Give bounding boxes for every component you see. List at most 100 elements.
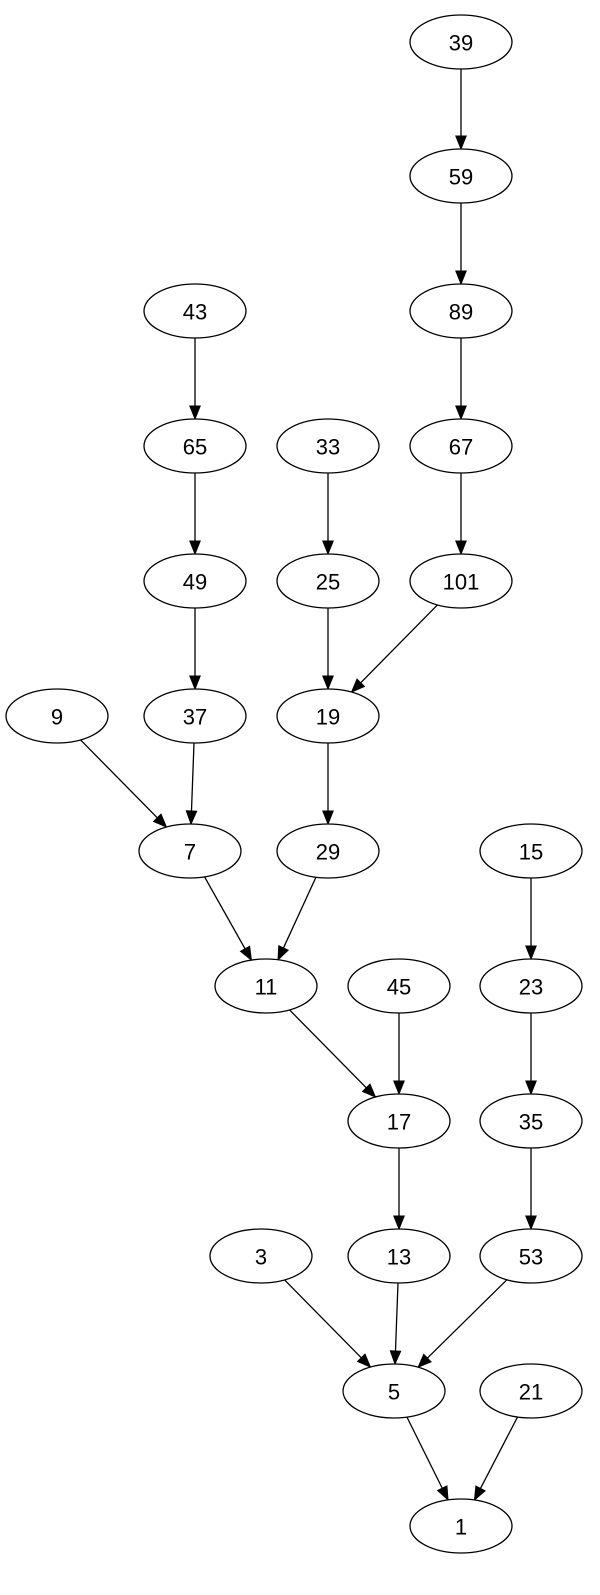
node-ellipse-shape[interactable] — [479, 1228, 583, 1284]
graph-edge-arrowhead — [525, 1080, 537, 1096]
node-label: 25 — [316, 570, 340, 595]
graph-edge-arrowhead — [322, 540, 334, 556]
graph-node[interactable]: 13 — [347, 1228, 451, 1284]
graph-node[interactable]: 21 — [479, 1363, 583, 1419]
graph-edge-arrowhead — [350, 678, 366, 694]
node-ellipse-shape[interactable] — [409, 418, 513, 474]
node-ellipse-shape[interactable] — [209, 1228, 313, 1284]
graph-edge-arrowhead — [189, 675, 201, 691]
graph-node[interactable]: 59 — [409, 148, 513, 204]
node-ellipse-shape[interactable] — [479, 958, 583, 1014]
graph-edge-arrowhead — [322, 810, 334, 826]
node-ellipse-shape[interactable] — [276, 688, 380, 744]
graph-node[interactable]: 49 — [143, 553, 247, 609]
node-ellipse-shape[interactable] — [143, 283, 247, 339]
graph-edge-arrowhead — [356, 1353, 372, 1369]
graph-edge-line — [289, 1009, 367, 1089]
node-ellipse-shape[interactable] — [347, 1093, 451, 1149]
node-label: 13 — [387, 1245, 411, 1270]
graph-node[interactable]: 65 — [143, 418, 247, 474]
graph-edge-line — [406, 1416, 443, 1489]
graph-node[interactable]: 35 — [479, 1093, 583, 1149]
graph-node[interactable]: 7 — [138, 823, 242, 879]
node-ellipse-shape[interactable] — [409, 148, 513, 204]
graph-node[interactable]: 19 — [276, 688, 380, 744]
node-ellipse-shape[interactable] — [409, 553, 513, 609]
graph-node[interactable]: 5 — [342, 1363, 446, 1419]
node-ellipse-shape[interactable] — [409, 283, 513, 339]
graph-node[interactable]: 23 — [479, 958, 583, 1014]
graph-node[interactable]: 101 — [409, 553, 513, 609]
graph-edge-line — [360, 604, 438, 684]
node-ellipse-shape[interactable] — [409, 1498, 513, 1554]
graph-node[interactable]: 67 — [409, 418, 513, 474]
node-ellipse-shape[interactable] — [479, 1363, 583, 1419]
graph-node[interactable]: 9 — [5, 688, 109, 744]
node-label: 89 — [449, 300, 473, 325]
graph-edge-arrowhead — [525, 1215, 537, 1231]
graph-edge-arrowhead — [189, 540, 201, 556]
node-ellipse-shape[interactable] — [143, 418, 247, 474]
graph-node[interactable]: 25 — [276, 553, 380, 609]
node-ellipse-shape[interactable] — [138, 823, 242, 879]
graph-node[interactable]: 43 — [143, 283, 247, 339]
node-ellipse-shape[interactable] — [143, 553, 247, 609]
node-label: 29 — [316, 840, 340, 865]
node-ellipse-shape[interactable] — [342, 1363, 446, 1419]
node-ellipse-shape[interactable] — [276, 553, 380, 609]
node-ellipse-shape[interactable] — [276, 418, 380, 474]
node-label: 45 — [387, 975, 411, 1000]
node-ellipse-shape[interactable] — [276, 823, 380, 879]
graph-node[interactable]: 53 — [479, 1228, 583, 1284]
graph-edge-line — [479, 1416, 519, 1489]
graph-edge-arrowhead — [417, 1353, 432, 1369]
node-label: 43 — [183, 300, 207, 325]
node-ellipse-shape[interactable] — [347, 1228, 451, 1284]
node-ellipse-shape[interactable] — [5, 688, 109, 744]
graph-edge-line — [282, 876, 317, 949]
graph-node[interactable]: 45 — [347, 958, 451, 1014]
graph-node[interactable]: 11 — [214, 958, 318, 1014]
graph-edge-arrowhead — [436, 1485, 449, 1502]
node-label: 33 — [316, 435, 340, 460]
graph-edge-arrowhead — [322, 675, 334, 691]
graph-node[interactable]: 17 — [347, 1093, 451, 1149]
graph-edge-line — [394, 1282, 399, 1352]
node-label: 53 — [519, 1245, 543, 1270]
node-ellipse-shape[interactable] — [479, 1093, 583, 1149]
node-ellipse-shape[interactable] — [347, 958, 451, 1014]
node-label: 59 — [449, 165, 473, 190]
graph-node[interactable]: 29 — [276, 823, 380, 879]
graph-edge-arrowhead — [455, 540, 467, 556]
node-label: 65 — [183, 435, 207, 460]
graph-edge-arrowhead — [455, 135, 467, 151]
node-ellipse-shape[interactable] — [143, 688, 247, 744]
graph-edge-arrowhead — [473, 1485, 486, 1502]
graph-edge-arrowhead — [277, 945, 290, 961]
node-ellipse-shape[interactable] — [409, 14, 513, 70]
graph-edge-arrowhead — [239, 945, 253, 962]
graph-node[interactable]: 33 — [276, 418, 380, 474]
node-label: 39 — [449, 31, 473, 56]
graph-node[interactable]: 3 — [209, 1228, 313, 1284]
graph-node[interactable]: 1 — [409, 1498, 513, 1554]
graph-edge-line — [204, 876, 246, 950]
graph-edge-arrowhead — [189, 405, 201, 421]
graph-node[interactable]: 37 — [143, 688, 247, 744]
node-label: 23 — [519, 975, 543, 1000]
node-ellipse-shape[interactable] — [479, 823, 583, 879]
graph-node[interactable]: 89 — [409, 283, 513, 339]
node-label: 7 — [184, 840, 196, 865]
graph-node[interactable]: 15 — [479, 823, 583, 879]
node-ellipse-shape[interactable] — [214, 958, 318, 1014]
node-label: 5 — [388, 1380, 400, 1405]
graph-node[interactable]: 39 — [409, 14, 513, 70]
graph-edge-arrowhead — [393, 1215, 405, 1231]
graph-edge-line — [190, 742, 195, 812]
graph-edge-arrowhead — [393, 1080, 405, 1096]
graph-edge-arrowhead — [185, 810, 198, 826]
node-label: 37 — [183, 705, 207, 730]
